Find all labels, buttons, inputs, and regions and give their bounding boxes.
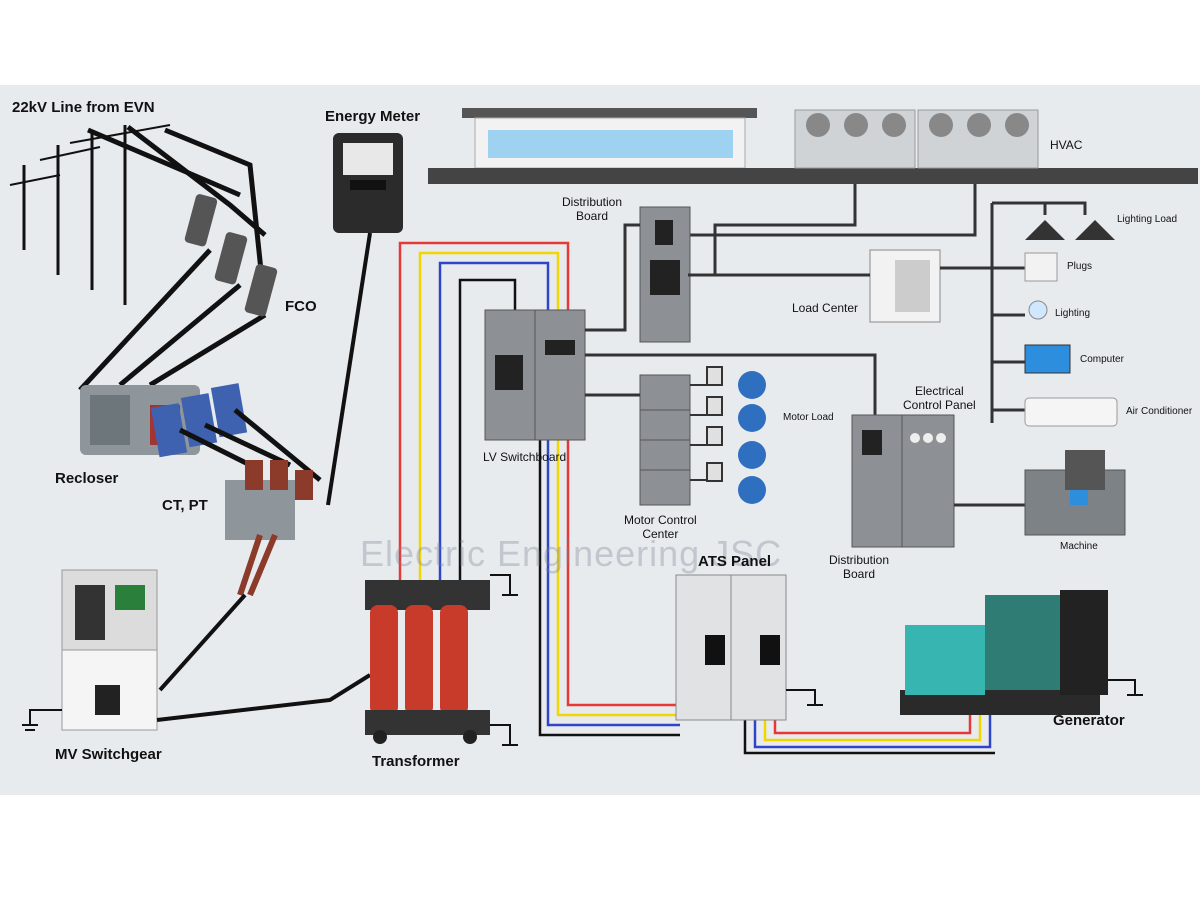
distribution-board-bottom-label: Distribution Board — [829, 553, 890, 581]
recloser-to-ctpt-lines — [178, 408, 322, 482]
air-conditioner-unit — [1024, 397, 1118, 427]
phase-wires-transformer-lv — [398, 241, 570, 580]
load-center-label: Load Center — [792, 301, 859, 315]
hvac-feeder-lines — [688, 184, 977, 250]
ats-panel-label: ATS Panel — [698, 553, 772, 570]
electrical-control-panel — [851, 414, 1025, 548]
fco-fuses — [184, 194, 278, 317]
phase-wires-ats-generator — [743, 710, 995, 755]
transformer-label: Transformer — [372, 753, 460, 770]
line-from-evn-label: 22kV Line from EVN — [12, 99, 155, 116]
bottom-margin — [0, 795, 1200, 900]
recloser — [80, 383, 248, 458]
phase-wires-lv-ats — [538, 440, 680, 737]
energy-meter-label: Energy Meter — [325, 108, 421, 125]
watermark-text: Electric Engineering JSC — [360, 533, 783, 574]
lighting-load-label: Lighting Load — [1117, 214, 1178, 225]
plugs-label: Plugs — [1067, 261, 1093, 272]
feeder-lines — [78, 125, 267, 392]
motor-control-center — [585, 374, 691, 506]
building — [428, 108, 1198, 184]
power-distribution-diagram: Electric Engineering JSC 22kV Line from … — [0, 85, 1200, 795]
utility-poles — [9, 124, 171, 305]
machine-label: Machine — [1060, 541, 1098, 552]
lighting-load-lamps — [1025, 220, 1115, 240]
plugs-socket — [1024, 252, 1058, 282]
ct-pt-label: CT, PT — [162, 497, 208, 514]
air-conditioner-label: Air Conditioner — [1126, 406, 1193, 417]
computer-label: Computer — [1080, 354, 1124, 365]
transformer — [365, 574, 518, 746]
mv-switchgear — [22, 569, 158, 731]
ats-panel — [675, 574, 823, 721]
distribution-board-top — [585, 206, 717, 343]
electrical-control-panel-label: Electrical Control Panel — [903, 384, 976, 412]
generator — [900, 590, 1143, 715]
hvac-units — [794, 109, 1039, 169]
diagram-canvas — [9, 108, 1198, 755]
lv-switchboard — [484, 309, 586, 441]
lighting-label: Lighting — [1055, 308, 1091, 319]
distribution-board-top-label: Distribution Board — [562, 195, 623, 223]
ct-pt — [225, 460, 313, 597]
recloser-label: Recloser — [55, 470, 119, 487]
ctpt-to-switchgear-line — [158, 593, 247, 692]
hvac-label: HVAC — [1050, 138, 1083, 152]
energy-meter — [326, 133, 403, 506]
lv-to-control-panel-line — [585, 353, 877, 415]
motors — [738, 371, 766, 504]
lighting-bulb — [1028, 300, 1048, 320]
mv-switchgear-label: MV Switchgear — [55, 746, 162, 763]
motor-load-label: Motor Load — [783, 412, 834, 423]
fco-label: FCO — [285, 298, 317, 315]
generator-label: Generator — [1053, 712, 1125, 729]
motor-control-center-label: Motor Control Center — [624, 513, 697, 541]
load-center — [688, 249, 992, 323]
computer-monitor — [1024, 344, 1071, 374]
lv-switchboard-label: LV Switchboard — [483, 450, 567, 464]
top-margin — [0, 0, 1200, 85]
machine — [1024, 450, 1126, 536]
load-bus — [990, 201, 1087, 423]
motor-starters — [690, 366, 723, 482]
switchgear-to-transformer-line — [156, 673, 372, 722]
